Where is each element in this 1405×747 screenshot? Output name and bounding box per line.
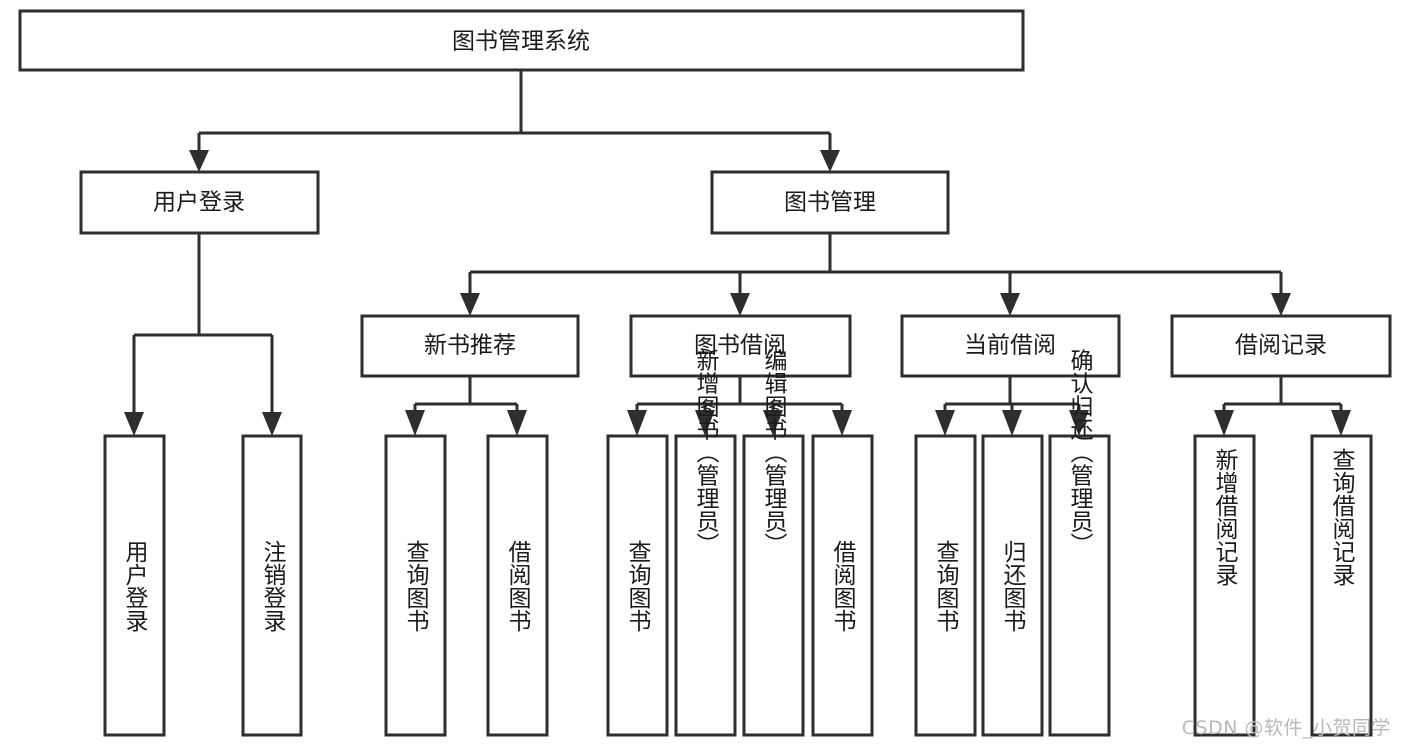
arrow-head-leaf-edit-book	[763, 410, 783, 436]
leaf-node-add-borrow-record[interactable]: 新增借阅记录	[1193, 434, 1256, 737]
arrow-head-leaf-borrow-book-2	[832, 410, 852, 436]
node-user-login-box[interactable]	[79, 170, 320, 235]
leaf-borrow-book-1-label: 借阅图书	[504, 540, 532, 632]
leaf-add-book-label: 新增图书（管理员）	[692, 349, 720, 556]
arrow-head-leaf-confirm-return	[1069, 410, 1089, 436]
leaf-node-borrow-book-1[interactable]: 借阅图书	[486, 434, 549, 737]
leaf-query-book-2-box[interactable]	[606, 434, 669, 737]
node-book-borrow[interactable]: 图书借阅	[629, 314, 852, 378]
leaf-query-book-3-box[interactable]	[914, 434, 977, 737]
arrow-head-borrow-record	[1271, 293, 1291, 316]
arrow-head-leaf-logout-login	[262, 412, 282, 436]
leaf-confirm-return-box[interactable]	[1048, 434, 1111, 737]
node-root-box[interactable]	[18, 9, 1025, 72]
leaf-user-login-box[interactable]	[103, 434, 166, 737]
leaf-node-edit-book[interactable]: 编辑图书（管理员）	[742, 349, 805, 737]
arrow-head-book-borrow	[730, 293, 750, 316]
leaf-edit-book-label: 编辑图书（管理员）	[760, 349, 788, 556]
node-new-book-recommend-label: 新书推荐	[424, 333, 516, 359]
leaf-user-login-label: 用户登录	[121, 540, 149, 632]
leaf-logout-login-label: 注销登录	[259, 540, 287, 632]
node-new-book-recommend-box[interactable]	[360, 314, 580, 378]
leaf-add-borrow-record-label: 新增借阅记录	[1211, 448, 1239, 586]
node-borrow-record[interactable]: 借阅记录	[1170, 314, 1392, 378]
leaf-edit-book-box[interactable]	[742, 434, 805, 737]
node-book-management[interactable]: 图书管理	[710, 170, 950, 235]
leaf-borrow-book-2-box[interactable]	[811, 434, 874, 737]
leaf-node-query-book-2[interactable]: 查询图书	[606, 434, 669, 737]
arrow-head-leaf-query-borrow-record	[1331, 410, 1351, 436]
leaf-node-confirm-return[interactable]: 确认归还（管理员）	[1048, 349, 1111, 737]
arrow-head-leaf-user-login	[124, 412, 144, 436]
node-user-login[interactable]: 用户登录	[79, 170, 320, 235]
arrow-head-book-management	[820, 150, 840, 172]
leaf-borrow-book-2-label: 借阅图书	[829, 540, 857, 632]
node-borrow-record-box[interactable]	[1170, 314, 1392, 378]
leaf-borrow-book-1-box[interactable]	[486, 434, 549, 737]
arrow-head-leaf-borrow-book-1	[507, 410, 527, 436]
arrow-head-leaf-query-book-1	[405, 410, 425, 436]
leaf-query-book-1-box[interactable]	[384, 434, 447, 737]
leaf-query-borrow-record-box[interactable]	[1310, 434, 1373, 737]
leaf-query-book-1-label: 查询图书	[402, 540, 430, 632]
node-book-borrow-box[interactable]	[629, 314, 852, 378]
arrow-head-leaf-add-book	[695, 410, 715, 436]
leaf-return-book-box[interactable]	[981, 434, 1044, 737]
watermark-text: CSDN @软件_小贺同学	[1181, 717, 1391, 739]
node-current-borrow[interactable]: 当前借阅	[900, 314, 1121, 378]
leaf-node-user-login[interactable]: 用户登录	[103, 434, 166, 737]
leaf-confirm-return-label: 确认归还（管理员）	[1066, 349, 1094, 556]
leaf-node-query-book-1[interactable]: 查询图书	[384, 434, 447, 737]
leaf-add-borrow-record-box[interactable]	[1193, 434, 1256, 737]
arrow-head-leaf-return-book	[1002, 410, 1022, 436]
leaf-logout-login-box[interactable]	[241, 434, 303, 737]
node-borrow-record-label: 借阅记录	[1235, 333, 1327, 359]
leaf-query-book-2-label: 查询图书	[624, 540, 652, 632]
node-user-login-label: 用户登录	[153, 190, 245, 216]
arrow-head-current-borrow	[1000, 293, 1020, 316]
leaf-add-book-box[interactable]	[674, 434, 737, 737]
node-new-book-recommend[interactable]: 新书推荐	[360, 314, 580, 378]
leaf-node-query-borrow-record[interactable]: 查询借阅记录	[1310, 434, 1373, 737]
leaf-node-logout-login[interactable]: 注销登录	[241, 434, 303, 737]
node-book-management-label: 图书管理	[784, 190, 876, 216]
leaf-query-borrow-record-label: 查询借阅记录	[1328, 448, 1356, 586]
arrow-head-leaf-query-book-3	[935, 410, 955, 436]
leaf-query-book-3-label: 查询图书	[932, 540, 960, 632]
connector-layer	[124, 70, 1351, 436]
node-root[interactable]: 图书管理系统	[18, 9, 1025, 72]
leaf-node-return-book[interactable]: 归还图书	[981, 434, 1044, 737]
node-current-borrow-box[interactable]	[900, 314, 1121, 378]
node-book-borrow-label: 图书借阅	[694, 333, 786, 359]
leaf-node-add-book[interactable]: 新增图书（管理员）	[674, 349, 737, 737]
leaf-return-book-label: 归还图书	[999, 540, 1027, 632]
node-current-borrow-label: 当前借阅	[964, 333, 1056, 359]
leaf-node-borrow-book-2[interactable]: 借阅图书	[811, 434, 874, 737]
arrow-head-new-book-recommend	[460, 293, 480, 316]
arrow-head-leaf-add-borrow-record	[1214, 410, 1234, 436]
node-book-management-box[interactable]	[710, 170, 950, 235]
arrow-head-leaf-query-book-2	[627, 410, 647, 436]
arrow-head-user-login	[189, 150, 209, 172]
node-root-label: 图书管理系统	[452, 29, 590, 55]
leaf-node-query-book-3[interactable]: 查询图书	[914, 434, 977, 737]
